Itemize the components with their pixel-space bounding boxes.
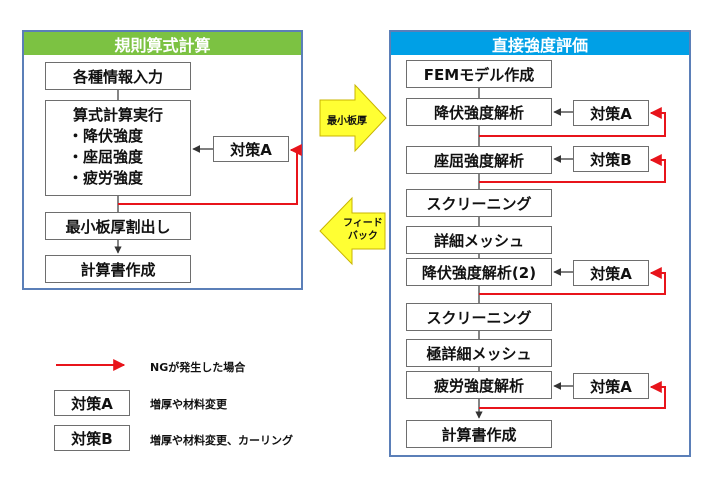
step-yield-analysis-2: 降伏強度解析(2) (406, 258, 552, 286)
left-countermeasure-a: 対策A (213, 136, 289, 162)
step-fem-model: FEMモデル作成 (406, 60, 552, 88)
rule-calc-title: 規則算式計算 (114, 35, 211, 55)
legend-ng-label: NGが発生した場合 (150, 361, 246, 374)
right-ng-loop-3 (479, 267, 666, 295)
step-detail-mesh: 詳細メッシュ (406, 226, 552, 254)
step-calc-execute: 算式計算実行 ・降伏強度 ・座屈強度 ・疲労強度 (45, 100, 191, 196)
step-screening-1: スクリーニング (406, 189, 552, 217)
step-min-thickness: 最小板厚割出し (45, 212, 191, 240)
right-ng-loop-2 (479, 154, 666, 183)
legend-desc-b: 増厚や材料変更、カーリング (150, 434, 293, 447)
right-ng-loop-1 (479, 107, 666, 137)
step-left-report: 計算書作成 (45, 255, 191, 283)
step-right-report: 計算書作成 (406, 420, 552, 448)
right-countermeasure-3: 対策A (573, 260, 649, 286)
calc-item-yield: ・降伏強度 (68, 127, 144, 145)
step-screening-2: スクリーニング (406, 303, 552, 331)
calc-item-fatigue: ・疲労強度 (68, 169, 144, 187)
step-buckling-analysis: 座屈強度解析 (406, 146, 552, 174)
direct-strength-header: 直接強度評価 (391, 32, 689, 55)
legend-key-a: 対策A (54, 390, 130, 416)
legend-desc-a: 増厚や材料変更 (150, 398, 227, 411)
feedback-label: フィード バック (343, 218, 383, 242)
feedback-big-arrow (319, 196, 386, 266)
right-countermeasure-1: 対策A (573, 100, 649, 126)
left-ng-loop (118, 144, 302, 205)
right-countermeasure-4: 対策A (573, 373, 649, 399)
min-thickness-label: 最小板厚 (327, 116, 367, 127)
step-fatigue-analysis: 疲労強度解析 (406, 371, 552, 399)
legend-key-b: 対策B (54, 425, 130, 451)
right-ng-loop-4 (479, 381, 666, 409)
rule-calc-header: 規則算式計算 (24, 32, 301, 55)
calc-main-label: 算式計算実行 (72, 106, 163, 124)
step-ultra-detail-mesh: 極詳細メッシュ (406, 339, 552, 367)
step-yield-analysis: 降伏強度解析 (406, 98, 552, 126)
calc-item-buckling: ・座屈強度 (68, 148, 144, 166)
direct-strength-title: 直接強度評価 (491, 35, 588, 55)
right-countermeasure-2: 対策B (573, 146, 649, 172)
min-thickness-big-arrow (319, 83, 387, 153)
step-info-input: 各種情報入力 (45, 62, 191, 90)
